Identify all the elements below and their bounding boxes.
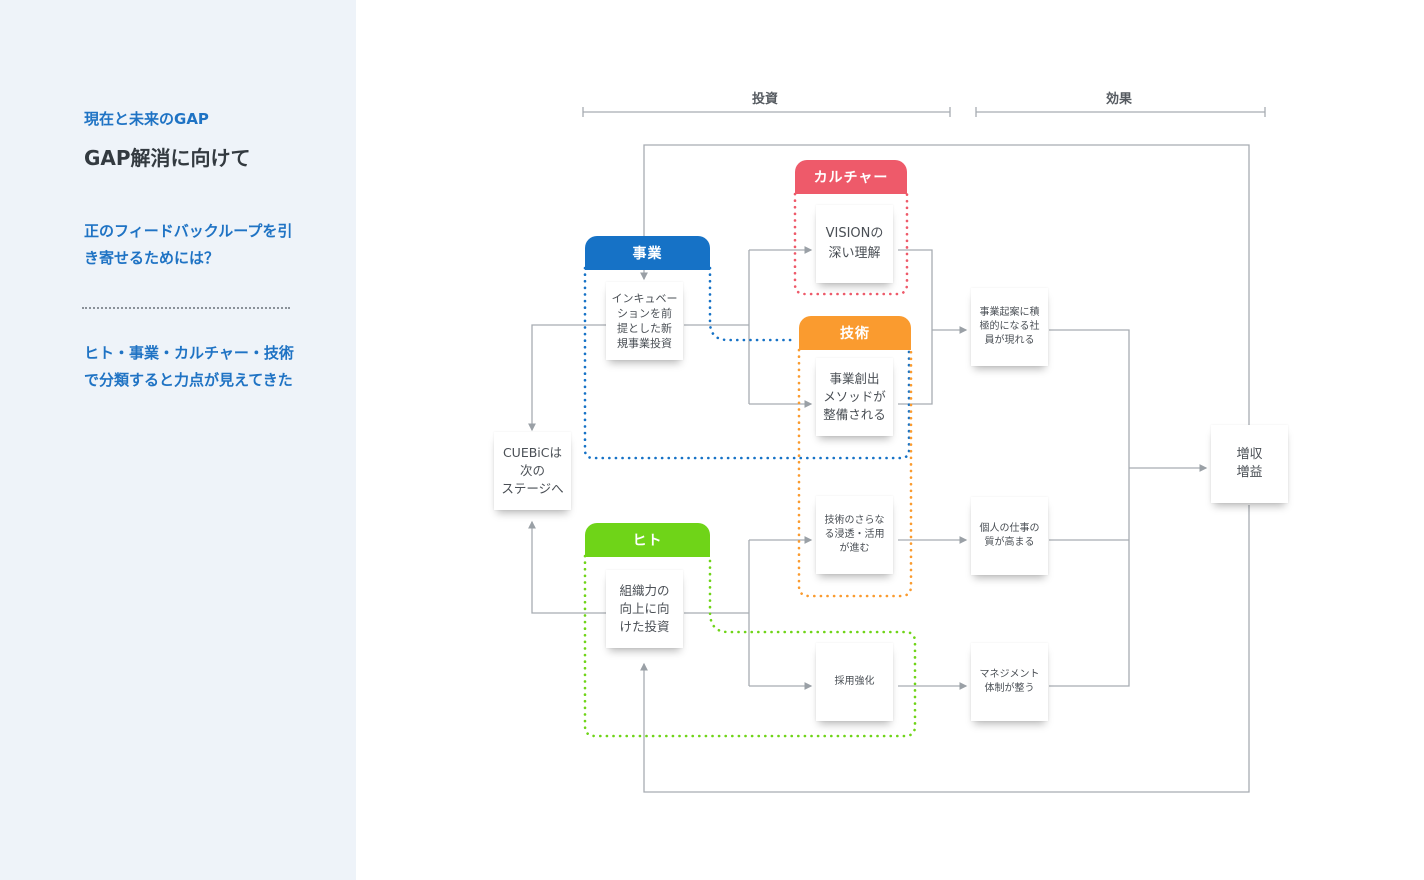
note-vision: VISIONの 深い理解: [816, 205, 893, 283]
note-revenue: 増収 増益: [1211, 425, 1288, 503]
diagram-canvas: 投資 効果 事業 カルチャー 技術 ヒト CUEBiCは 次の ステージへ イン…: [356, 0, 1424, 840]
category-business: 事業: [585, 236, 710, 270]
note-hiring: 採用強化: [816, 643, 893, 721]
answer-text: ヒト・事業・カルチャー・技術で分類すると力点が見えてきた: [84, 344, 294, 389]
note-stage: CUEBiCは 次の ステージへ: [494, 432, 571, 510]
question-text: 正のフィードバックループを引き寄せるためには？: [84, 222, 293, 267]
section-label-investment: 投資: [752, 92, 779, 107]
note-incubation: インキュベー ションを前 提とした新 規事業投資: [606, 282, 683, 360]
category-tech: 技術: [799, 316, 911, 350]
connector-lines: [528, 107, 1266, 793]
section-brackets: [582, 107, 1266, 117]
category-groups: [583, 192, 917, 738]
note-management: マネジメント 体制が整う: [971, 643, 1048, 721]
note-techspread: 技術のさらな る浸透・活用 が進む: [816, 496, 893, 574]
section-kicker: 現在と未来のGAP: [84, 110, 209, 128]
section-label-effect: 効果: [1106, 92, 1133, 107]
category-culture: カルチャー: [795, 160, 907, 194]
sidebar: 現在と未来のGAP GAP解消に向けて 正のフィードバックループを引き寄せるため…: [0, 0, 356, 880]
category-people: ヒト: [585, 523, 710, 557]
flow-lines: [528, 144, 1250, 793]
note-entrepreneurship: 事業起案に積 極的になる社 員が現れる: [971, 288, 1048, 366]
dotted-divider: [82, 307, 290, 309]
page-title: GAP解消に向けて: [84, 146, 251, 170]
note-quality: 個人の仕事の 質が高まる: [971, 497, 1048, 575]
note-method: 事業創出 メソッドが 整備される: [816, 358, 893, 436]
note-org: 組織力の 向上に向 けた投資: [606, 570, 683, 648]
